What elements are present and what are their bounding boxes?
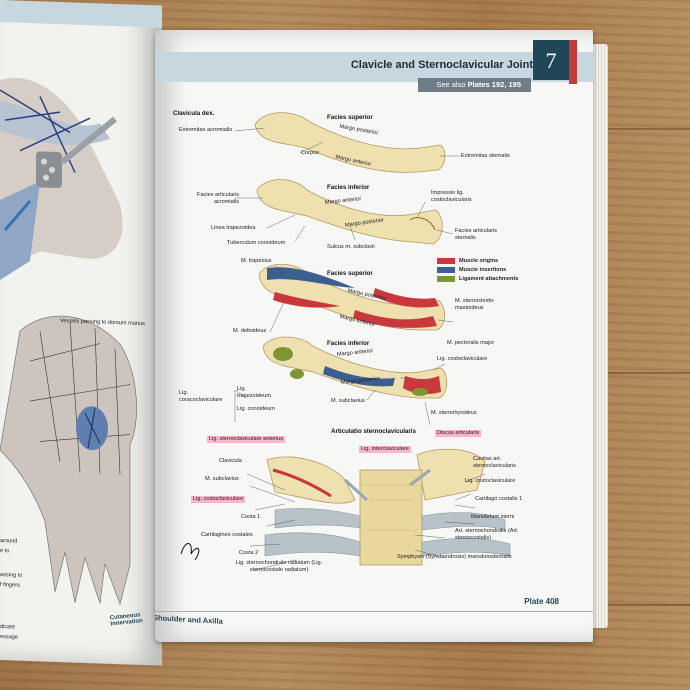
joint-heading: Articulatio sternoclavicularis — [331, 428, 416, 435]
left-label: essage — [0, 634, 19, 641]
left-page: Vessels passing to dorsum manus around e… — [0, 0, 162, 666]
label-m-subclavius: M. subclavius — [205, 476, 239, 482]
see-also-plates: Plates 192, 195 — [467, 80, 521, 89]
plate-number: Plate 408 — [524, 597, 559, 606]
view3-heading: Facies superior — [327, 270, 373, 277]
chapter-tab-accent — [569, 40, 577, 84]
figure-side-title: Clavicula dex. — [173, 110, 215, 117]
label-m-deltoideus: M. deltoideus — [233, 328, 267, 334]
label-extremitas-acromialis: Extremitas acromialis — [179, 127, 233, 133]
label-clavicula: Clavicula — [219, 458, 242, 464]
label-lig-sternoclaviculare-anterius: Lig. sternoclaviculare anterius — [207, 436, 285, 443]
see-also-bar: See also Plates 192, 195 — [418, 78, 531, 92]
label-lig-interclaviculare: Lig. interclaviculare — [359, 446, 411, 453]
left-label: dicate — [0, 624, 15, 631]
label-lig-trapezoideum: Lig. trapezoideum — [237, 386, 271, 399]
label-lig-coracoclaviculare: Lig. coracoclaviculare — [179, 390, 223, 403]
label-m-sternohyoideus: M. sternohyoideus — [431, 410, 477, 416]
label-lig-costoclaviculare: Lig. costoclaviculare — [191, 496, 246, 503]
right-page: Clavicle and Sternoclavicular Joint See … — [155, 30, 593, 642]
label-lig-sternochondrale-radiatum: Lig. sternochondrale radiatum (Lig. ster… — [235, 560, 323, 573]
legend-muscle-origins: Muscle origins — [459, 258, 499, 264]
label-corpus: Corpus — [301, 150, 320, 156]
view4-heading: Facies inferior — [327, 340, 370, 347]
label-lig-costoclaviculare: Lig. costoclaviculare — [437, 356, 488, 362]
illustrator-signature — [180, 543, 200, 561]
left-label: around — [0, 538, 18, 545]
see-also-prefix: See also — [436, 80, 466, 89]
page-title: Clavicle and Sternoclavicular Joint — [350, 59, 533, 71]
left-label: f fingers — [0, 582, 20, 589]
label-sulcus-m-subclavii: Sulcus m. subclavii — [327, 244, 375, 250]
label-impressio-lig-costoclavicularis: Impressio lig. costoclavicularis — [431, 190, 472, 203]
legend-swatch — [437, 276, 455, 282]
label-lig-costoclaviculare-right: Lig. costoclaviculare — [465, 478, 516, 484]
label-costa-2: Costa 2 — [239, 550, 259, 556]
label-cavitas-art-sternoclavicularis: Cavitas art. sternoclavicularis — [473, 456, 516, 469]
legend-ligament-attachments: Ligament attachments — [459, 276, 519, 282]
arm-hand-illustration — [0, 77, 137, 606]
legend-swatch — [437, 267, 455, 273]
label-manubrium-sterni: Manubrium sterni — [471, 514, 515, 520]
legend-swatch — [437, 258, 455, 264]
label-tuberculum-conoideum: Tuberculum conoideum — [227, 240, 286, 246]
page-edges — [590, 44, 608, 628]
label-linea-trapezoidea: Linea trapezoidea — [211, 225, 256, 231]
label-costa-1: Costa 1 — [241, 514, 261, 520]
view1-heading: Facies superior — [327, 114, 373, 121]
label-cartilagines-costales: Cartilagines costales — [201, 532, 253, 538]
chapter-number: 7 — [533, 40, 569, 80]
left-label: e to — [0, 548, 10, 555]
clavicle-illustrations — [180, 112, 511, 571]
left-label: assing to — [0, 572, 23, 579]
section-footer: Shoulder and Axilla — [155, 613, 223, 626]
label-m-pectoralis-major: M. pectoralis major — [447, 340, 495, 346]
label-art-sternochondralis: Art. sternochondralis (Art. sternocostal… — [455, 528, 519, 541]
footer-rule — [155, 611, 593, 612]
label-m-sternocleidomastoideus: M. sternocleido-mastoideus — [455, 298, 495, 311]
label-cartilago-costalis-1: Cartilago costalis 1 — [475, 496, 523, 502]
label-m-trapezius: M. trapezius — [241, 258, 272, 264]
label-m-subclavius: M. subclavius — [331, 398, 365, 404]
view2-heading: Facies inferior — [327, 184, 370, 191]
label-lig-conoideum: Lig. conoideum — [237, 406, 275, 412]
label-extremitas-sternalis: Extremitas sternalis — [461, 153, 510, 159]
legend-muscle-insertions: Muscle insertions — [459, 267, 507, 273]
label-facies-articularis-acromialis: Facies articularis acromialis — [197, 192, 239, 205]
label-symphysis-manubriosternalis: Symphysis (Synchondrosis) manubriosterna… — [397, 554, 512, 560]
header-band — [155, 52, 593, 82]
label-discus-articularis: Discus articularis — [435, 430, 482, 437]
label-facies-articularis-sternalis: Facies articularis sternalis — [455, 228, 497, 241]
